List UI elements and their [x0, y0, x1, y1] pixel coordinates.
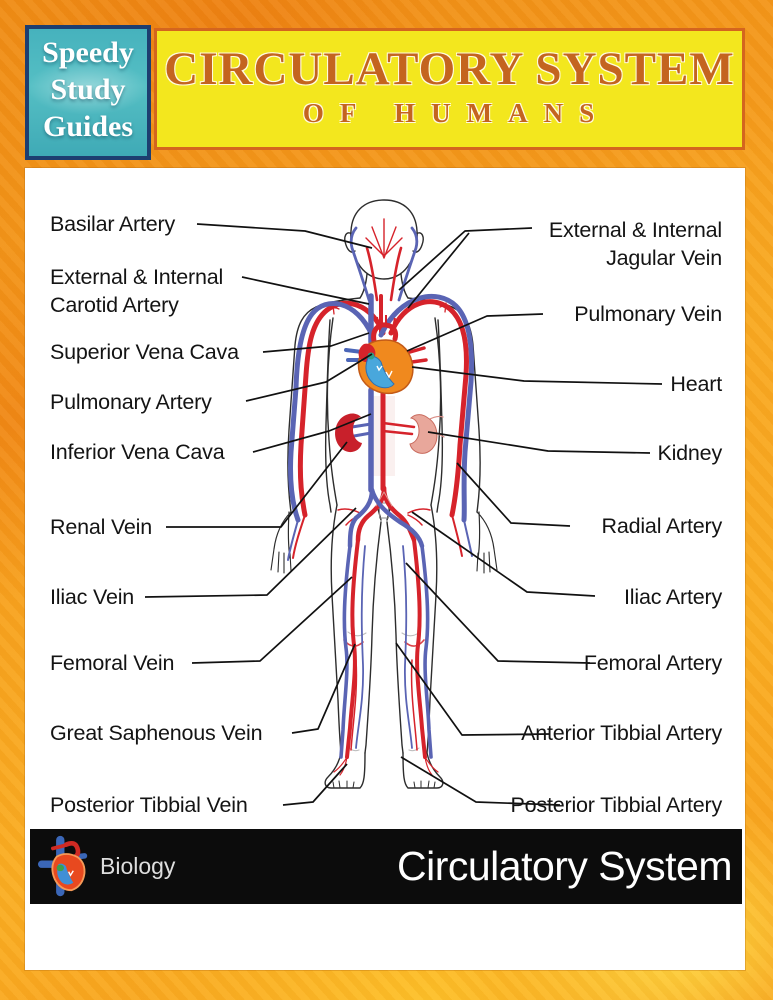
brand-badge-line: Guides	[42, 110, 134, 143]
label-renal-vein: Renal Vein	[50, 515, 152, 539]
poster-subtitle: OF HUMANS	[302, 98, 611, 128]
label-radial-artery: Radial Artery	[601, 514, 723, 538]
label-jagular-vein: External & Internal Jagular Vein	[548, 218, 722, 270]
label-iliac-vein: Iliac Vein	[50, 585, 135, 609]
brand-badge-line: Speedy	[42, 36, 134, 69]
heart-icon	[38, 835, 88, 896]
title-banner: CIRCULATORY SYSTEM OF HUMANS	[154, 28, 745, 150]
footer-title: Circulatory System	[396, 843, 733, 889]
label-anterior-tibbial-artery: Anterior Tibbial Artery	[521, 721, 722, 745]
label-great-saphenous-vein: Great Saphenous Vein	[50, 721, 263, 745]
label-posterior-tibbial-vein: Posterior Tibbial Vein	[50, 793, 248, 817]
label-femoral-vein: Femoral Vein	[50, 651, 175, 675]
brand-badge: Speedy Study Guides	[25, 25, 151, 160]
brand-badge-line: Study	[50, 73, 126, 106]
label-posterior-tibbial-artery: Posterior Tibbial Artery	[510, 793, 723, 817]
label-heart: Heart	[670, 372, 722, 396]
footer-category: Biology	[100, 853, 176, 879]
label-basilar-artery: Basilar Artery	[50, 212, 176, 236]
footer-bar: Biology Circulatory System	[30, 829, 742, 904]
label-pulmonary-vein: Pulmonary Vein	[574, 302, 722, 326]
label-inferior-vena-cava: Inferior Vena Cava	[50, 440, 225, 464]
label-superior-vena-cava: Superior Vena Cava	[50, 340, 239, 364]
label-carotid-artery: External & Internal Carotid Artery	[50, 265, 224, 317]
label-femoral-artery: Femoral Artery	[583, 651, 722, 675]
poster-title: CIRCULATORY SYSTEM	[164, 43, 735, 95]
label-iliac-artery: Iliac Artery	[624, 585, 722, 609]
label-pulmonary-artery: Pulmonary Artery	[50, 390, 212, 414]
label-kidney: Kidney	[657, 441, 722, 465]
